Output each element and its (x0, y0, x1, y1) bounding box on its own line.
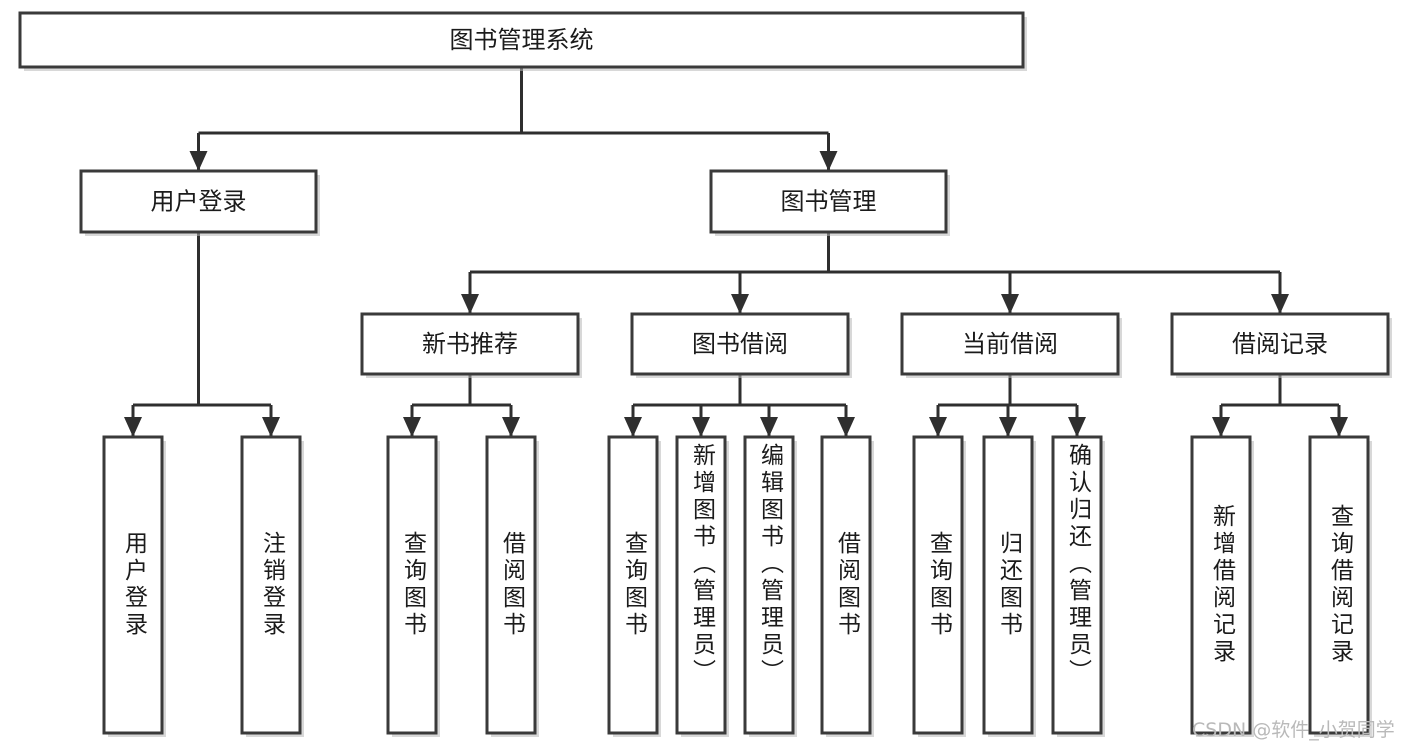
leaf-node-br-add-record[interactable]: 新增借阅记录 (1192, 437, 1250, 733)
node-label-br-query-record: 查询借阅记录 (1326, 504, 1353, 666)
node-box-user-login-do[interactable] (102, 435, 164, 735)
node-label-bb-add-book: 新增图书（管理员） (688, 443, 715, 686)
arrow-head-icon (1212, 417, 1230, 437)
node-box-nbr-query-book[interactable] (386, 435, 438, 735)
node-label-br-add-record: 新增借阅记录 (1208, 504, 1235, 666)
arrow-head-icon (1271, 294, 1289, 314)
arrow-head-icon (929, 417, 947, 437)
node-label-borrow-record: 借阅记录 (1232, 330, 1328, 358)
node-label-book-borrow: 图书借阅 (692, 330, 788, 358)
node-box-user-login[interactable] (79, 169, 318, 234)
leaf-node-bb-edit-book[interactable]: 编辑图书（管理员） (745, 437, 793, 733)
node-label-bb-borrow-book: 借阅图书 (833, 531, 860, 639)
node-label-current-borrow: 当前借阅 (962, 330, 1058, 358)
node-box-user-logout[interactable] (240, 435, 302, 735)
node-label-user-login-do: 用户登录 (120, 531, 147, 639)
arrow-head-icon (124, 417, 142, 437)
leaf-node-cb-query-book[interactable]: 查询图书 (914, 437, 962, 733)
node-label-user-login: 用户登录 (151, 188, 247, 216)
node-box-br-query-record[interactable] (1308, 435, 1370, 735)
node-label-bb-edit-book: 编辑图书（管理员） (756, 443, 783, 686)
node-label-cb-confirm-return: 确认归还（管理员） (1064, 443, 1091, 686)
node-box-bb-add-book[interactable] (675, 435, 727, 735)
node-box-cb-return-book[interactable] (982, 435, 1034, 735)
arrow-head-icon (1001, 294, 1019, 314)
arrow-head-icon (1068, 417, 1086, 437)
leaf-node-bb-add-book[interactable]: 新增图书（管理员） (677, 437, 725, 733)
node-box-current-borrow[interactable] (900, 312, 1120, 376)
arrow-head-icon (624, 417, 642, 437)
node-label-new-book-recommend: 新书推荐 (422, 330, 518, 358)
leaf-node-nbr-borrow-book[interactable]: 借阅图书 (487, 437, 535, 733)
node-label-cb-query-book: 查询图书 (925, 531, 952, 639)
node-label-cb-return-book: 归还图书 (995, 531, 1022, 639)
arrow-head-icon (189, 151, 208, 171)
arrow-head-icon (1330, 417, 1348, 437)
arrow-head-icon (760, 417, 778, 437)
node-label-nbr-borrow-book: 借阅图书 (498, 531, 525, 639)
arrow-head-icon (262, 417, 280, 437)
arrow-head-icon (502, 417, 520, 437)
node-box-borrow-record[interactable] (1170, 312, 1390, 376)
leaf-node-cb-confirm-return[interactable]: 确认归还（管理员） (1053, 437, 1101, 733)
leaf-node-cb-return-book[interactable]: 归还图书 (984, 437, 1032, 733)
node-label-nbr-query-book: 查询图书 (399, 531, 426, 639)
arrow-head-icon (999, 417, 1017, 437)
node-box-bb-edit-book[interactable] (743, 435, 795, 735)
node-label-book-manage: 图书管理 (781, 188, 877, 216)
leaf-node-bb-borrow-book[interactable]: 借阅图书 (822, 437, 870, 733)
node-box-nbr-borrow-book[interactable] (485, 435, 537, 735)
node-box-root[interactable] (18, 11, 1025, 69)
node-box-new-book-recommend[interactable] (360, 312, 580, 376)
leaf-node-nbr-query-book[interactable]: 查询图书 (388, 437, 436, 733)
node-label-user-logout: 注销登录 (258, 531, 285, 639)
arrow-head-icon (837, 417, 855, 437)
node-box-br-add-record[interactable] (1190, 435, 1252, 735)
leaf-node-user-logout[interactable]: 注销登录 (242, 437, 300, 733)
leaf-node-br-query-record[interactable]: 查询借阅记录 (1310, 437, 1368, 733)
node-box-bb-query-book[interactable] (607, 435, 659, 735)
leaf-node-user-login-do[interactable]: 用户登录 (104, 437, 162, 733)
node-box-cb-query-book[interactable] (912, 435, 964, 735)
arrow-head-icon (461, 294, 479, 314)
node-label-bb-query-book: 查询图书 (620, 531, 647, 639)
node-box-book-manage[interactable] (709, 169, 948, 234)
arrow-head-icon (692, 417, 710, 437)
node-label-root: 图书管理系统 (450, 26, 594, 54)
arrow-head-icon (731, 294, 749, 314)
node-box-cb-confirm-return[interactable] (1051, 435, 1103, 735)
arrow-head-icon (403, 417, 421, 437)
node-box-book-borrow[interactable] (630, 312, 850, 376)
leaf-node-bb-query-book[interactable]: 查询图书 (609, 437, 657, 733)
node-box-bb-borrow-book[interactable] (820, 435, 872, 735)
arrow-head-icon (819, 151, 838, 171)
connector-layer (124, 67, 1348, 437)
